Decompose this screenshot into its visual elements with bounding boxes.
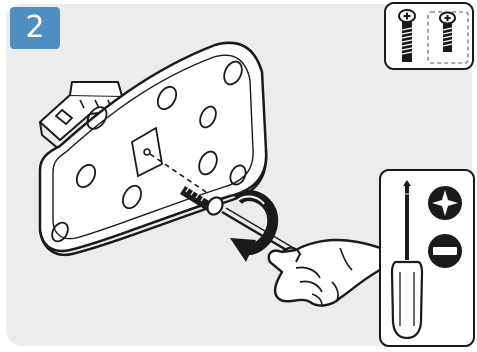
tv-stand-base-icon xyxy=(40,43,266,255)
flat-head-icon xyxy=(428,234,462,268)
screw-options-box xyxy=(385,3,473,69)
screwdriver-options-box xyxy=(380,170,474,346)
phillips-head-icon xyxy=(428,186,462,220)
hand-icon xyxy=(269,240,386,306)
